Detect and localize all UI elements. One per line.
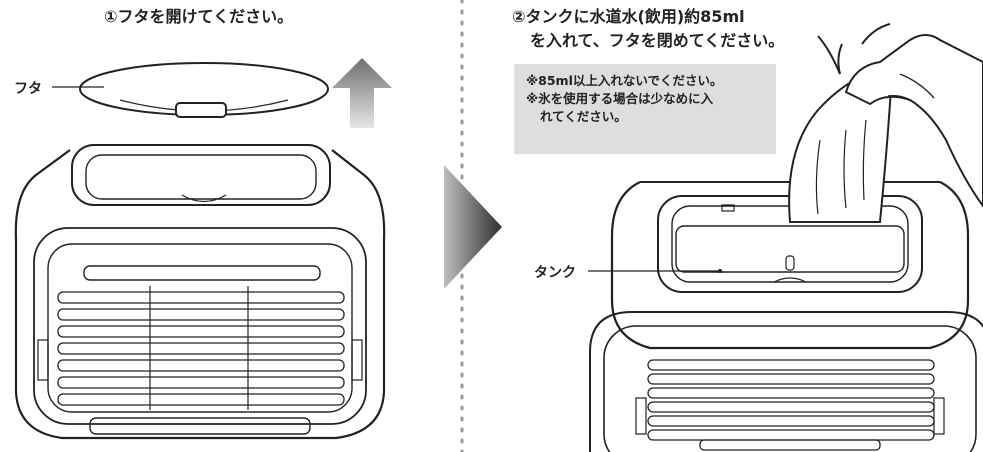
note-line-3: れてください。 <box>540 109 627 124</box>
step1-title: ①フタを開けてください。 <box>104 7 294 26</box>
note-line-2: ※氷を使用する場合は少なめに入 <box>526 91 714 106</box>
cooler-step2-illustration <box>589 181 983 452</box>
hand-illustration <box>817 23 983 208</box>
tank-leader-dot <box>718 269 722 273</box>
tank-label: タンク <box>534 265 576 281</box>
cooler-step1-illustration <box>14 144 386 440</box>
lid-illustration <box>79 62 329 118</box>
water-stream-illustration <box>788 70 894 223</box>
note-line-1: ※85ml以上入れないでください。 <box>526 73 723 88</box>
step2-title-line2: を入れて、フタを閉めてください。 <box>530 31 785 50</box>
lid-label: フタ <box>14 81 42 97</box>
caution-note: ※85ml以上入れないでください。 ※氷を使用する場合は少なめに入 れてください… <box>514 64 776 154</box>
next-step-arrow-icon <box>444 165 502 289</box>
step2-title-line1: ②タンクに水道水(飲用)約85ml <box>512 7 745 26</box>
up-arrow-icon <box>332 58 392 128</box>
